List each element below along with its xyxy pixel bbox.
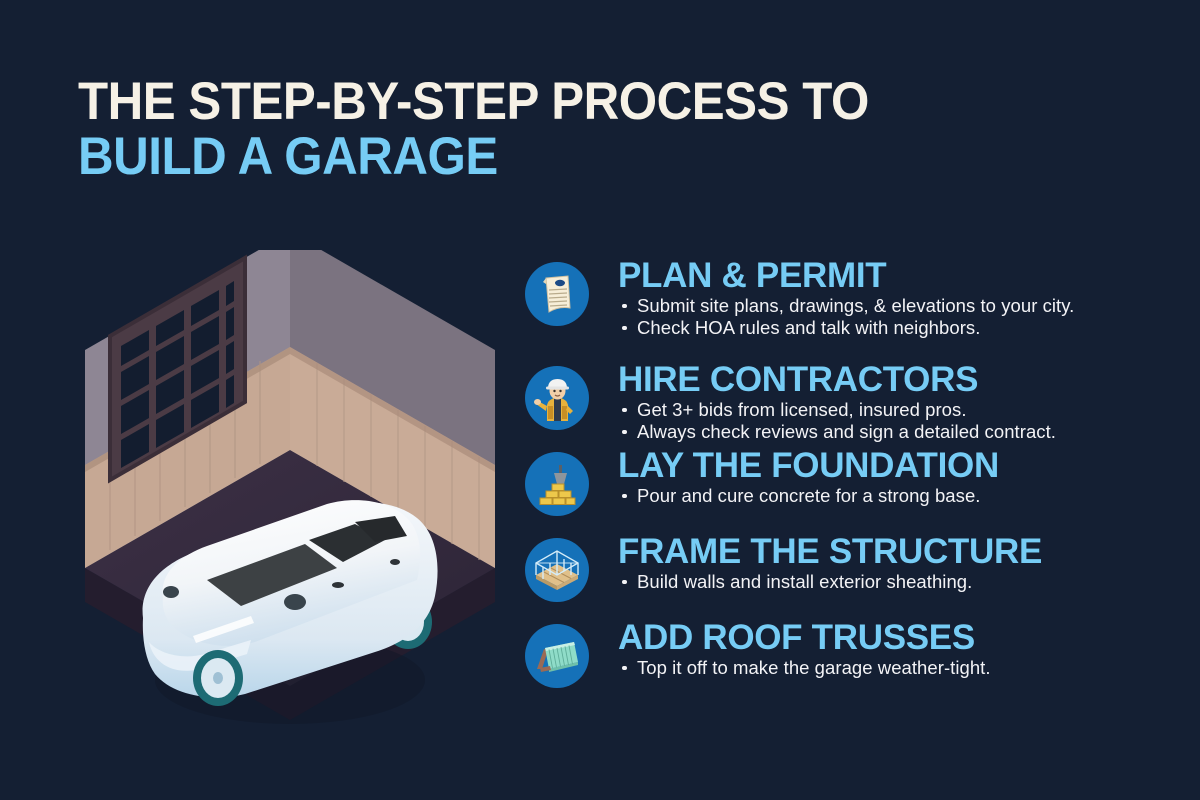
bullet-item: Top it off to make the garage weather-ti… bbox=[618, 657, 1180, 679]
step-title: LAY THE FOUNDATION bbox=[618, 446, 999, 485]
step-item: LAY THE FOUNDATION Pour and cure concret… bbox=[520, 448, 1180, 530]
roof-truss-icon bbox=[525, 624, 589, 688]
step-item: PLAN & PERMIT Submit site plans, drawing… bbox=[520, 258, 1180, 358]
step-bullets: Get 3+ bids from licensed, insured pros.… bbox=[618, 399, 1180, 443]
garage-illustration bbox=[55, 250, 525, 750]
car-wheel-front bbox=[193, 650, 243, 706]
step-bullets: Top it off to make the garage weather-ti… bbox=[618, 657, 1180, 679]
step-title: HIRE CONTRACTORS bbox=[618, 360, 979, 399]
step-title: ADD ROOF TRUSSES bbox=[618, 618, 975, 657]
step-title: PLAN & PERMIT bbox=[618, 256, 887, 295]
bullet-item: Always check reviews and sign a detailed… bbox=[618, 421, 1180, 443]
step-bullets: Pour and cure concrete for a strong base… bbox=[618, 485, 1180, 507]
bullet-item: Build walls and install exterior sheathi… bbox=[618, 571, 1180, 593]
title-line-1: THE STEP-BY-STEP PROCESS TO bbox=[78, 72, 869, 131]
step-item: FRAME THE STRUCTURE Build walls and inst… bbox=[520, 534, 1180, 616]
car bbox=[142, 500, 438, 724]
step-item: HIRE CONTRACTORS Get 3+ bids from licens… bbox=[520, 362, 1180, 444]
garage-right-wall bbox=[290, 250, 495, 568]
garage-door bbox=[108, 254, 247, 484]
step-bullets: Submit site plans, drawings, & elevation… bbox=[618, 295, 1180, 339]
title-line-2: BUILD A GARAGE bbox=[78, 126, 498, 186]
bullet-item: Check HOA rules and talk with neighbors. bbox=[618, 317, 1180, 339]
bullet-item: Submit site plans, drawings, & elevation… bbox=[618, 295, 1180, 317]
permit-document-icon bbox=[525, 262, 589, 326]
bullet-item: Pour and cure concrete for a strong base… bbox=[618, 485, 1180, 507]
bullet-item: Get 3+ bids from licensed, insured pros. bbox=[618, 399, 1180, 421]
step-bullets: Build walls and install exterior sheathi… bbox=[618, 571, 1180, 593]
steps-list: PLAN & PERMIT Submit site plans, drawing… bbox=[520, 258, 1180, 706]
page-title: THE STEP-BY-STEP PROCESS TO BUILD A GARA… bbox=[78, 72, 978, 186]
brick-foundation-icon bbox=[525, 452, 589, 516]
house-frame-icon bbox=[525, 538, 589, 602]
step-item: ADD ROOF TRUSSES Top it off to make the … bbox=[520, 620, 1180, 702]
step-title: FRAME THE STRUCTURE bbox=[618, 532, 1043, 571]
contractor-worker-icon bbox=[525, 366, 589, 430]
